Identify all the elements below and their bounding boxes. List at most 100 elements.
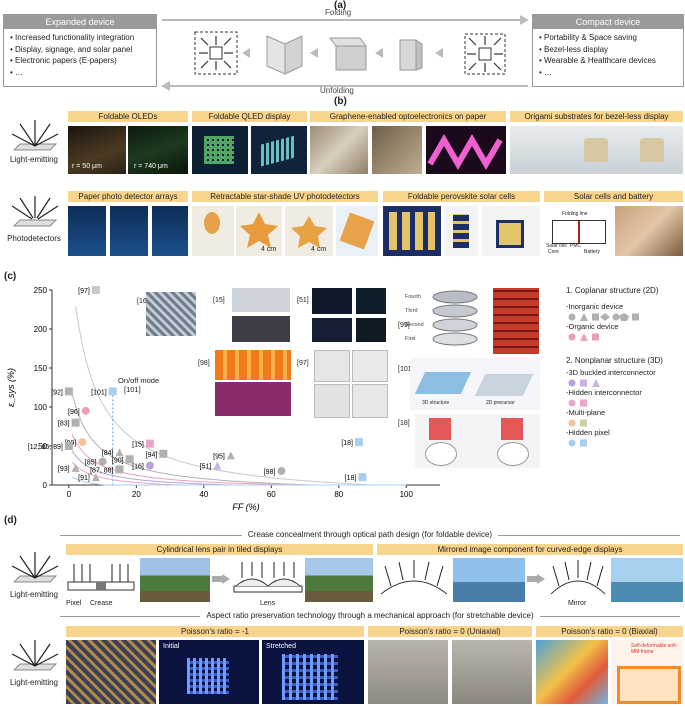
data-point xyxy=(125,455,134,464)
photo-oled-2: r = 740 μm xyxy=(128,126,188,174)
banner-poisson-biaxial: Poisson's ratio = 0 (Biaxial) xyxy=(536,626,683,637)
banner-foldable-oleds: Foldable OLEDs xyxy=(68,111,188,122)
scale-4cm-2: 4 cm xyxy=(311,246,327,253)
data-point xyxy=(78,438,87,447)
data-point xyxy=(115,465,124,474)
photo-paper-pd-3 xyxy=(152,206,188,256)
data-point xyxy=(71,418,80,427)
data-point xyxy=(358,473,367,482)
x-tick-label: 20 xyxy=(132,490,141,499)
x-tick-label: 100 xyxy=(400,490,414,499)
banner-poisson-uniaxial: Poisson's ratio = 0 (Uniaxial) xyxy=(368,626,532,637)
data-point-label: [93] xyxy=(58,466,70,473)
label-pmc: PMC xyxy=(570,243,582,249)
data-point xyxy=(355,438,364,447)
photo-star-4 xyxy=(336,206,378,256)
data-point-label: [15] xyxy=(132,442,144,449)
panel-b-label: (b) xyxy=(334,96,347,107)
inset-ref-99: [99] xyxy=(398,322,410,329)
pixel-crease-schematic xyxy=(67,564,135,591)
inset-18 xyxy=(415,414,540,468)
photo-graphene-1 xyxy=(310,126,368,174)
data-point xyxy=(108,387,117,396)
photo-qled-1 xyxy=(192,126,248,174)
chart-marks: [97][92][96][83][99][12, 86, 89][93][91]… xyxy=(28,286,367,482)
inset-ref-98: [98] xyxy=(198,360,210,367)
radius-50: r = 50 μm xyxy=(72,163,102,170)
inset-ref-51: [51] xyxy=(297,297,309,304)
legend-buckled: -3D buckled interconnector xyxy=(566,368,656,377)
inset-ref-101: [101] xyxy=(398,366,414,373)
scale-4cm: 4 cm xyxy=(261,246,277,253)
banner-perovskite: Foldable perovskite solar cells xyxy=(383,191,540,202)
label-3d-structure: 3D structure xyxy=(422,400,450,406)
data-point-label: [91] xyxy=(78,475,90,482)
legend-coplanar-title: 1. Coplanar structure (2D) xyxy=(566,286,659,295)
folding-label: Folding xyxy=(325,8,352,17)
photodetector-icon xyxy=(11,196,59,227)
x-tick-label: 80 xyxy=(334,490,343,499)
unfolding-label: Unfolding xyxy=(320,86,354,95)
trend-curve xyxy=(71,476,407,486)
multi-plane-stack xyxy=(432,290,478,346)
x-axis-label: FF (%) xyxy=(232,502,259,512)
inset-red-stack xyxy=(493,288,539,354)
label-mirror: Mirror xyxy=(568,600,587,607)
data-point-label: [87, 88] xyxy=(90,467,113,474)
data-point-label: [92] xyxy=(51,389,63,396)
data-point xyxy=(91,286,100,294)
compact-item: • Portability & Space saving xyxy=(539,33,637,42)
banner-star-shade: Retractable star-shade UV photodetectors xyxy=(192,191,378,202)
data-point-label: [84] xyxy=(102,450,114,457)
photo-perovskite-3 xyxy=(482,206,540,256)
photo-origami xyxy=(510,126,683,174)
data-point xyxy=(115,448,124,457)
label-pixel: Pixel xyxy=(66,600,82,607)
label-core: Core xyxy=(548,249,559,255)
data-point-label: [98] xyxy=(264,469,276,476)
label-lens: Lens xyxy=(260,600,276,607)
y-axis-label: ε_sys (%) xyxy=(6,368,16,407)
row-label-photodetectors: Photodetectors xyxy=(7,234,61,243)
legend-nonplanar-title: 2. Nonplanar structure (3D) xyxy=(566,356,663,365)
x-tick-label: 40 xyxy=(199,490,208,499)
inset-97d xyxy=(352,384,388,418)
label-solar-cell: Solar cell xyxy=(546,243,567,249)
expanded-item: • Display, signage, and solar panel xyxy=(10,44,133,54)
compact-device-title: Compact device xyxy=(533,15,683,29)
label-stretched: Stretched xyxy=(266,643,296,650)
data-point xyxy=(98,457,107,466)
photo-stretched: Stretched xyxy=(262,640,364,704)
photo-paper-pd-1 xyxy=(68,206,106,256)
data-point xyxy=(159,449,168,458)
photo-curved-2 xyxy=(611,558,683,602)
banner-poisson-neg: Poisson's ratio = -1 xyxy=(66,626,364,637)
onoff-ref: [101] xyxy=(124,385,141,394)
photo-perovskite-2 xyxy=(444,206,478,256)
photo-oled-1: r = 50 μm xyxy=(68,126,126,174)
inset-ref-97: [97] xyxy=(297,360,309,367)
radius-740: r = 740 μm xyxy=(134,163,168,170)
banner-graphene-paper: Graphene-enabled optoelectronics on pape… xyxy=(310,111,506,122)
data-point-label: [16] xyxy=(132,464,144,471)
photo-perovskite-1 xyxy=(383,206,441,256)
data-point xyxy=(64,442,73,450)
photo-curved-1 xyxy=(453,558,525,602)
legend-inorganic: -Inorganic device xyxy=(566,302,624,311)
layer-fourth: Fourth xyxy=(405,294,421,300)
data-point-label: [51] xyxy=(200,464,212,471)
compact-item: • … xyxy=(539,67,553,77)
expanded-device-box: Expanded device • Increased functionalit… xyxy=(3,14,157,87)
label-self-deformable: Self-deformable soft-MM frame xyxy=(631,643,678,655)
data-point-label: [83] xyxy=(58,421,70,428)
inset-51b xyxy=(356,288,386,314)
photo-tiled-2 xyxy=(305,558,373,602)
inset-51a xyxy=(312,288,352,314)
panel-d-label: (d) xyxy=(4,515,17,526)
inset-97b xyxy=(352,350,388,382)
photo-graphene-3 xyxy=(426,126,506,174)
data-point-label: [96] xyxy=(68,409,80,416)
compact-device-box: Compact device • Portability & Space sav… xyxy=(532,14,684,87)
folding-schematic xyxy=(161,15,529,91)
